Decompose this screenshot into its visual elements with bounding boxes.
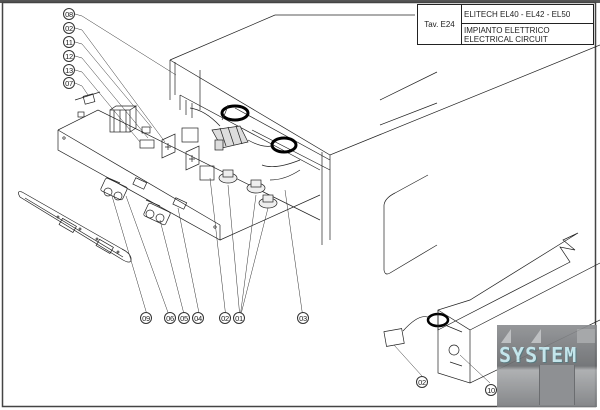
callout-03: 03 xyxy=(297,312,309,324)
knob-1 xyxy=(218,169,238,184)
plug-box xyxy=(383,316,431,347)
callout-13: 13 xyxy=(63,64,75,76)
knob-3 xyxy=(258,194,278,209)
table-reference: Tav. E24 xyxy=(418,5,462,44)
switch-box xyxy=(181,127,215,181)
mounting-plate-2 xyxy=(185,145,200,171)
logo-triangle-right xyxy=(531,329,541,343)
title-italian: IMPIANTO ELETTRICO xyxy=(464,26,550,35)
title-english: ELECTRICAL CIRCUIT xyxy=(464,35,548,44)
faceplate xyxy=(18,191,132,263)
machine-body xyxy=(169,14,600,245)
system-watermark-logo: SYSTEM xyxy=(497,325,597,407)
thermostat xyxy=(74,91,101,118)
cables xyxy=(189,104,301,181)
callout-02-module: 02 xyxy=(416,376,428,388)
callout-05: 05 xyxy=(178,312,190,324)
terminal-block xyxy=(211,125,249,151)
callout-01: 01 xyxy=(233,312,245,324)
callout-08-top: 08 xyxy=(63,8,75,20)
callout-04: 04 xyxy=(192,312,204,324)
knob-2 xyxy=(246,179,266,194)
top-border-bar xyxy=(0,0,600,3)
door-window xyxy=(383,174,438,275)
title-block: Tav. E24 ELITECH EL40 - EL42 - EL50 IMPI… xyxy=(417,4,594,45)
switch-group-left xyxy=(100,176,148,201)
model-list: ELITECH EL40 - EL42 - EL50 xyxy=(462,5,593,24)
callout-10: 10 xyxy=(485,384,497,396)
switch-group-right xyxy=(143,197,188,226)
logo-triangle-left xyxy=(501,329,511,343)
control-panel xyxy=(57,109,321,241)
callout-02-bottom: 02 xyxy=(219,312,231,324)
cable-coil-2 xyxy=(270,136,298,154)
cable-coil-1 xyxy=(220,104,250,122)
relay xyxy=(139,126,155,149)
callout-02-top: 02 xyxy=(63,22,75,34)
callout-11: 11 xyxy=(63,36,75,48)
leader-lines xyxy=(74,13,491,384)
callout-12: 12 xyxy=(63,50,75,62)
mounting-plate-1 xyxy=(161,133,176,159)
contactor xyxy=(109,105,138,133)
callout-06: 06 xyxy=(164,312,176,324)
logo-square xyxy=(577,329,595,343)
logo-bar xyxy=(539,365,575,405)
watermark-text: SYSTEM xyxy=(499,343,578,367)
callout-09: 09 xyxy=(140,312,152,324)
callout-07: 07 xyxy=(63,77,75,89)
side-panel-edges xyxy=(379,71,438,126)
